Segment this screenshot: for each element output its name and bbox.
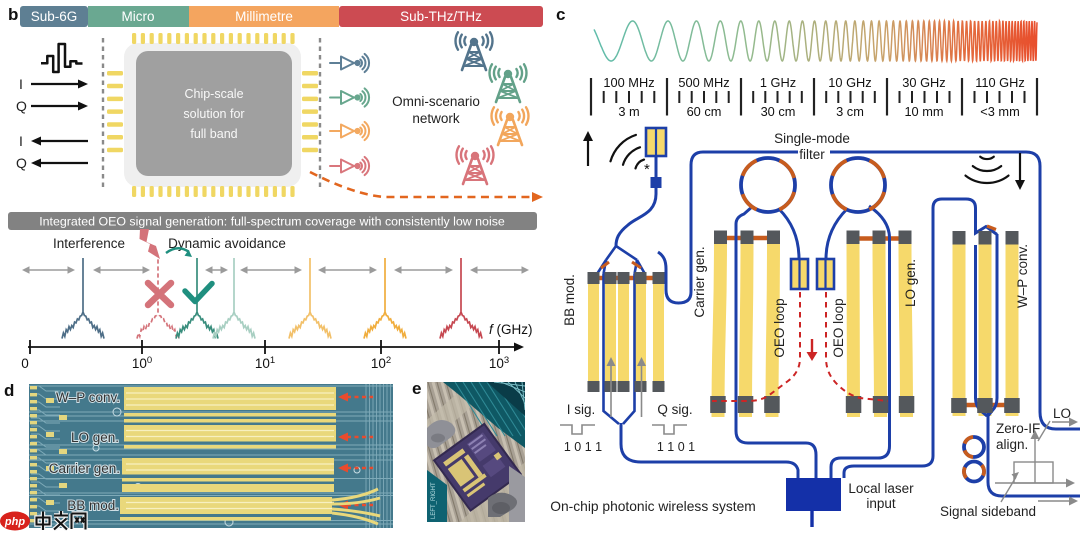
svg-text:solution for: solution for	[183, 107, 244, 121]
svg-text:Carrier gen.: Carrier gen.	[49, 461, 120, 476]
svg-text:Q: Q	[16, 98, 27, 114]
svg-text:Zero-IF: Zero-IF	[996, 421, 1040, 436]
svg-text:1 GHz: 1 GHz	[760, 75, 796, 90]
svg-text:f (GHz): f (GHz)	[489, 322, 533, 337]
svg-text:LO gen.: LO gen.	[903, 259, 918, 307]
svg-text:Millimetre: Millimetre	[235, 9, 293, 24]
svg-text:I: I	[19, 76, 23, 92]
svg-text:Local laser: Local laser	[848, 481, 914, 496]
svg-text:OEO loop: OEO loop	[772, 298, 787, 357]
svg-text:BB mod.: BB mod.	[67, 498, 119, 513]
svg-text:3 m: 3 m	[618, 104, 639, 119]
svg-text:c: c	[556, 5, 565, 24]
svg-text:30 cm: 30 cm	[761, 104, 796, 119]
svg-text:Sub-THz/THz: Sub-THz/THz	[400, 9, 482, 24]
svg-text:30 GHz: 30 GHz	[902, 75, 945, 90]
svg-text:100 MHz: 100 MHz	[603, 75, 654, 90]
svg-text:BB mod.: BB mod.	[562, 274, 577, 326]
svg-text:On-chip photonic wireless syst: On-chip photonic wireless system	[550, 499, 756, 514]
svg-text:OEO loop: OEO loop	[831, 298, 846, 357]
svg-text:0: 0	[21, 356, 29, 371]
svg-text:500 MHz: 500 MHz	[678, 75, 729, 90]
svg-text:Single-mode: Single-mode	[774, 131, 850, 146]
svg-text:I: I	[19, 133, 23, 149]
svg-text:Interference: Interference	[53, 236, 125, 251]
svg-text:Micro: Micro	[122, 9, 155, 24]
svg-text:Q sig.: Q sig.	[657, 402, 692, 417]
svg-text:Omni-scenario: Omni-scenario	[392, 94, 480, 109]
svg-text:1 1 0 1: 1 1 0 1	[657, 440, 695, 454]
svg-text:I sig.: I sig.	[567, 402, 596, 417]
svg-text:b: b	[8, 5, 18, 24]
svg-text:Chip-scale: Chip-scale	[184, 87, 243, 101]
svg-text:W–P conv.: W–P conv.	[1015, 244, 1030, 308]
svg-text:10 GHz: 10 GHz	[828, 75, 871, 90]
svg-text:Integrated OEO signal generati: Integrated OEO signal generation: full-s…	[39, 215, 505, 229]
svg-text:60 cm: 60 cm	[687, 104, 722, 119]
svg-text:d: d	[4, 381, 14, 400]
svg-text:e: e	[412, 379, 421, 398]
svg-text:Dynamic avoidance: Dynamic avoidance	[168, 236, 286, 251]
svg-text:110 GHz: 110 GHz	[975, 75, 1025, 90]
svg-text:input: input	[866, 496, 896, 511]
svg-text:10 mm: 10 mm	[904, 104, 943, 119]
svg-text:Carrier gen.: Carrier gen.	[692, 246, 707, 317]
svg-text:Sub-6G: Sub-6G	[31, 9, 78, 24]
svg-text:*: *	[644, 161, 650, 178]
svg-text:align.: align.	[996, 437, 1028, 452]
svg-text:filter: filter	[799, 147, 825, 162]
svg-text:full band: full band	[190, 127, 237, 141]
svg-text:LO: LO	[1053, 406, 1071, 421]
svg-text:network: network	[412, 111, 460, 126]
svg-text:php: php	[4, 516, 25, 528]
svg-text:LEFT_RIGHT: LEFT_RIGHT	[431, 482, 437, 519]
svg-text:1 0 1 1: 1 0 1 1	[564, 440, 602, 454]
svg-text:<3 mm: <3 mm	[980, 104, 1019, 119]
svg-text:Q: Q	[16, 155, 27, 171]
svg-text:W–P conv.: W–P conv.	[56, 390, 120, 405]
svg-text:3 cm: 3 cm	[836, 104, 864, 119]
svg-text:Signal sideband: Signal sideband	[940, 504, 1036, 519]
svg-text:LO gen.: LO gen.	[71, 430, 119, 445]
